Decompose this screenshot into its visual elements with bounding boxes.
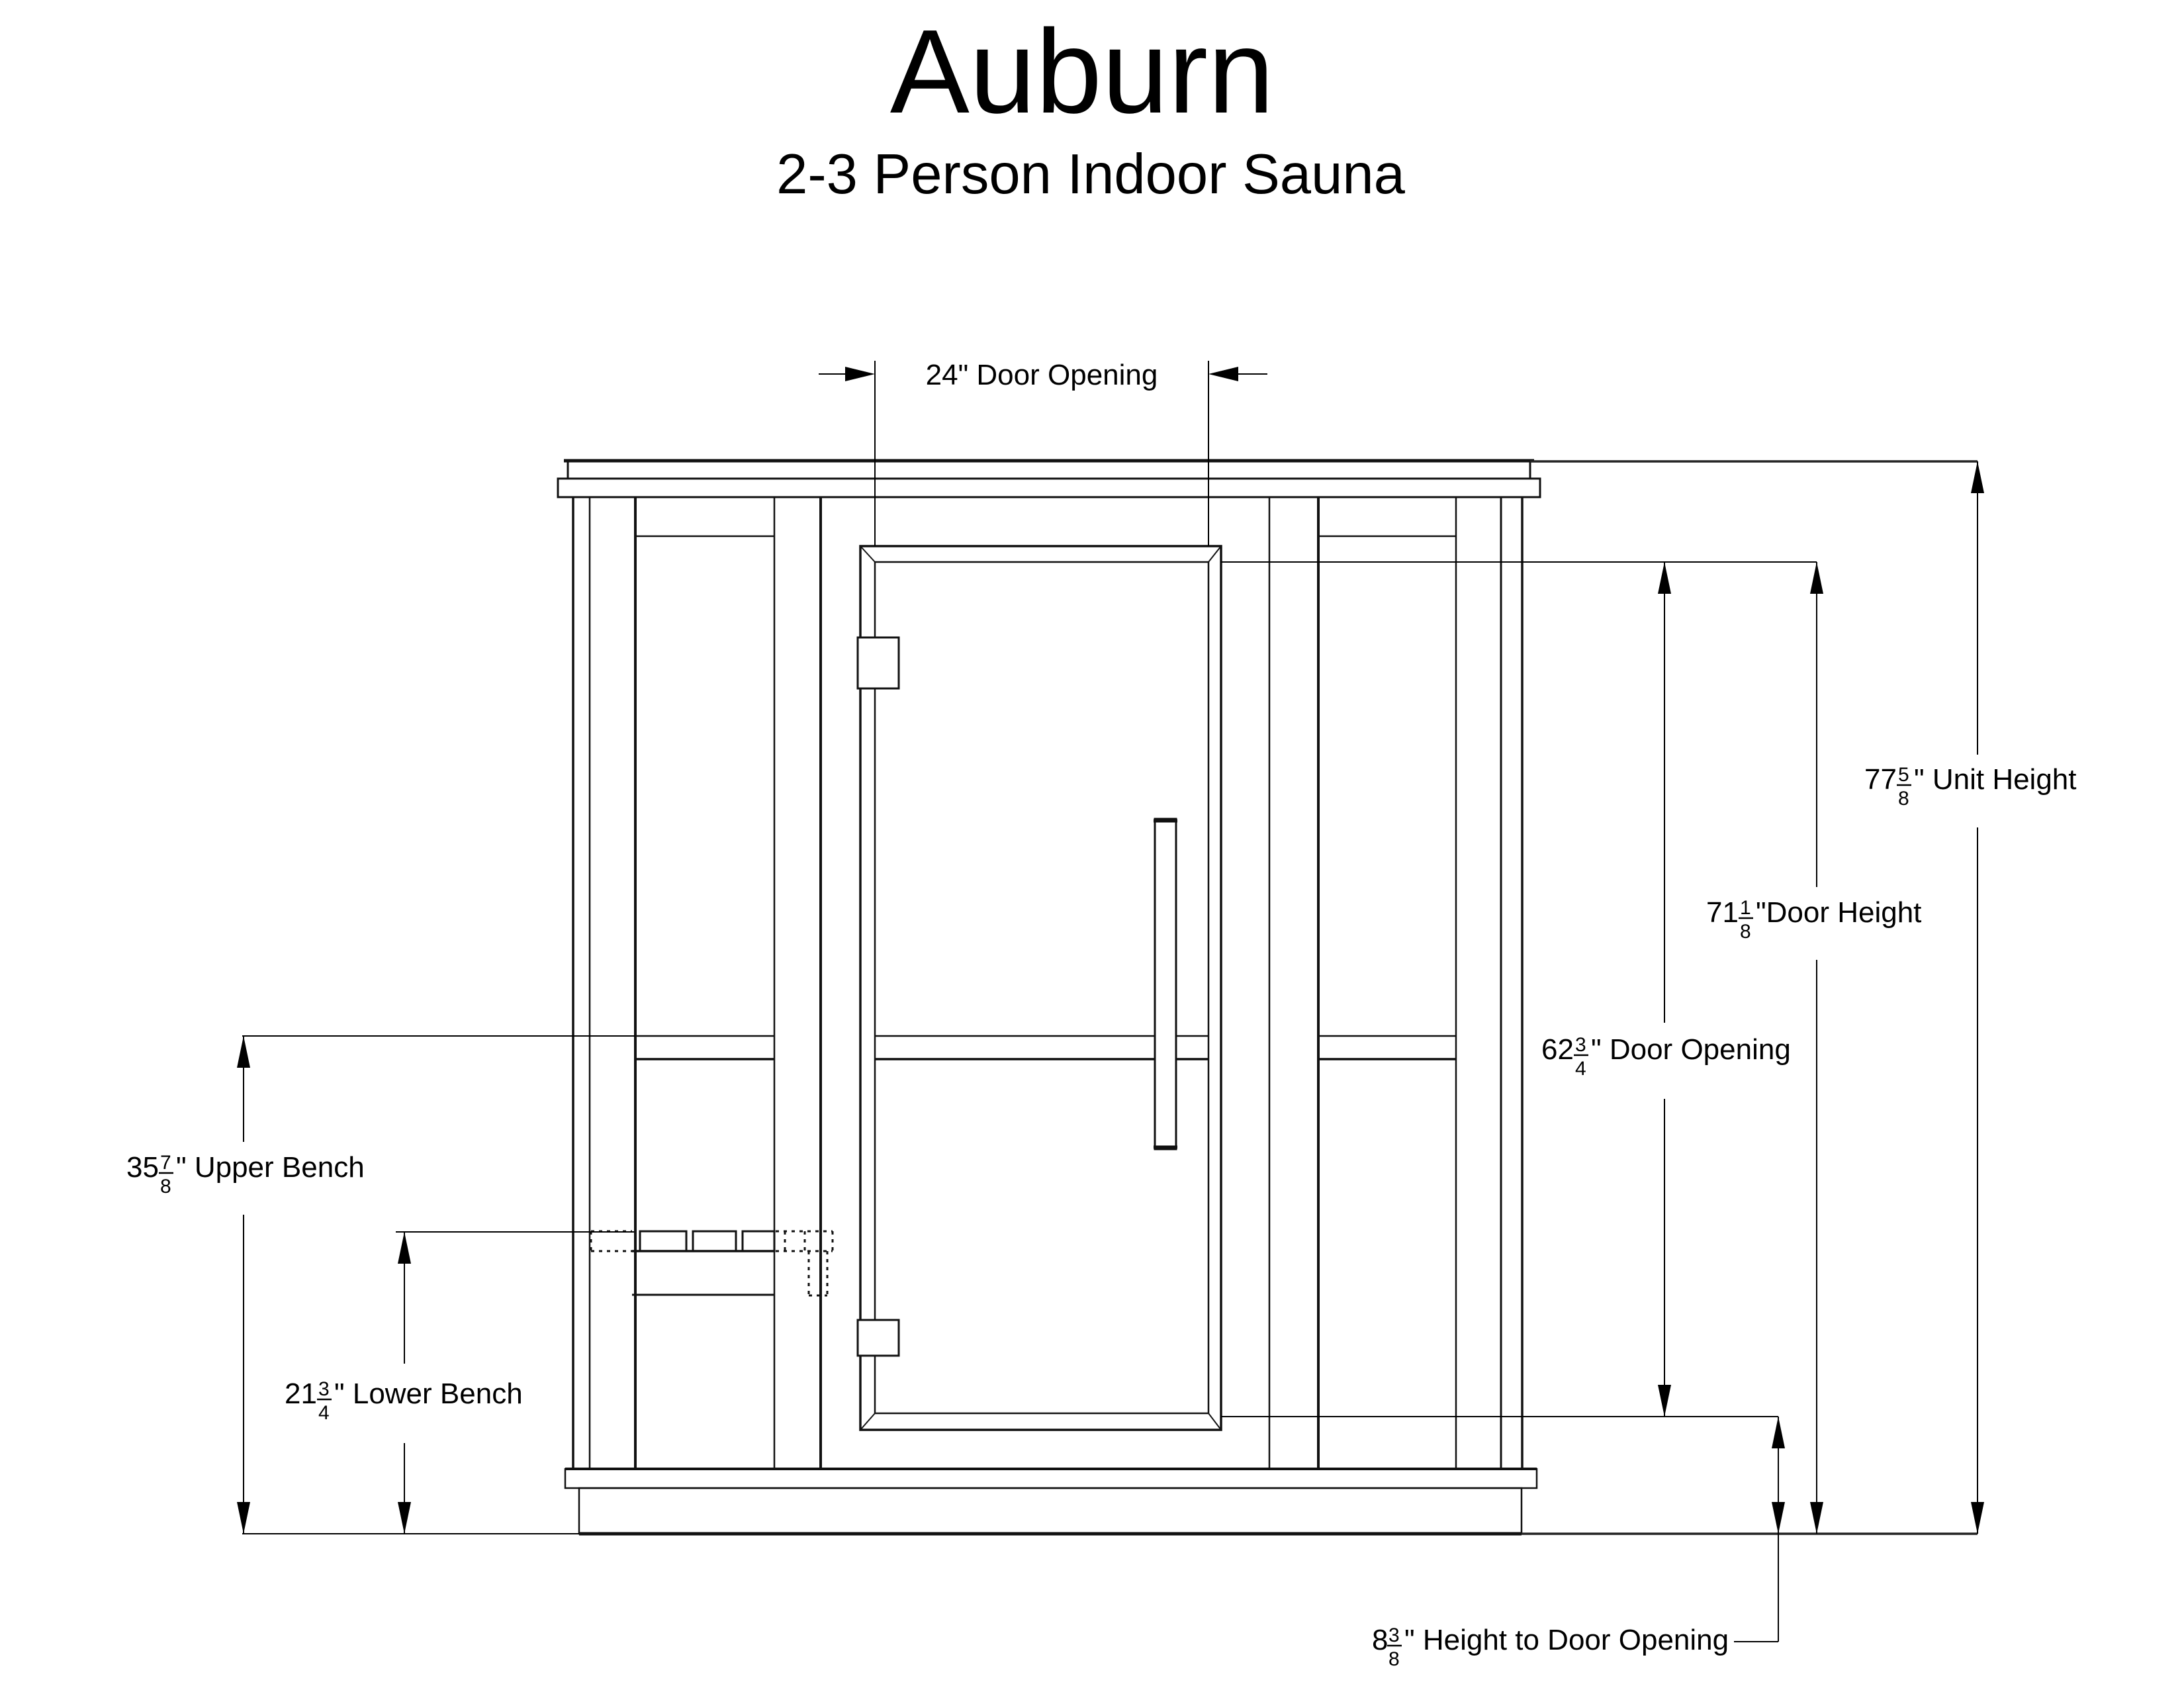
svg-text:35: 35 <box>126 1151 159 1184</box>
svg-text:77: 77 <box>1864 763 1897 796</box>
svg-text:3: 3 <box>1388 1624 1400 1646</box>
page-title: Auburn <box>890 5 1274 138</box>
wall-framing <box>572 497 1524 1469</box>
svg-text:8: 8 <box>1388 1648 1400 1670</box>
unit-height-label: 77 5 8 " Unit Height <box>1864 763 2077 810</box>
svg-text:4: 4 <box>318 1402 330 1424</box>
door-height-label: 71 1 8 "Door Height <box>1706 896 1921 943</box>
dim-door-opening-width: 24" Door Opening <box>819 359 1267 546</box>
page-subtitle: 2-3 Person Indoor Sauna <box>776 143 1406 206</box>
svg-text:71: 71 <box>1706 896 1739 929</box>
dim-unit-height: 77 5 8 " Unit Height <box>1522 460 2077 1535</box>
svg-text:" Unit Height: " Unit Height <box>1914 763 2077 796</box>
svg-text:8: 8 <box>1898 788 1909 810</box>
lower-bench-label: 21 3 4 " Lower Bench <box>285 1378 523 1424</box>
svg-text:"Door Height: "Door Height <box>1756 896 1921 929</box>
upper-bench-label: 35 7 8 " Upper Bench <box>126 1151 365 1197</box>
door-hinge-bottom <box>856 1319 900 1357</box>
height-to-door-opening-label: 8 3 8 " Height to Door Opening <box>1372 1624 1729 1670</box>
door-opening-width-label: 24" Door Opening <box>926 359 1158 391</box>
base <box>564 1468 1538 1536</box>
svg-text:7: 7 <box>160 1152 171 1174</box>
dim-height-to-door-opening: 8 3 8 " Height to Door Opening <box>1372 1417 1785 1670</box>
svg-text:3: 3 <box>1575 1034 1586 1056</box>
svg-text:21: 21 <box>285 1378 317 1410</box>
svg-text:8: 8 <box>1372 1624 1388 1656</box>
dim-upper-bench: 35 7 8 " Upper Bench <box>126 1035 635 1534</box>
svg-text:" Upper Bench: " Upper Bench <box>176 1151 365 1184</box>
dim-door-height: 71 1 8 "Door Height <box>1221 561 1921 1534</box>
svg-text:" Door Opening: " Door Opening <box>1591 1033 1791 1066</box>
svg-text:8: 8 <box>160 1176 171 1197</box>
door-slab <box>859 545 1222 1431</box>
dim-lower-bench: 21 3 4 " Lower Bench <box>285 1231 634 1534</box>
sauna-structure <box>557 459 1541 1536</box>
svg-text:3: 3 <box>318 1378 330 1400</box>
door-opening-height-label: 62 3 4 " Door Opening <box>1541 1033 1791 1080</box>
mid-rail <box>635 1035 1456 1060</box>
svg-text:4: 4 <box>1575 1058 1586 1080</box>
door-hinge-top <box>856 636 900 690</box>
door-handle <box>1154 818 1177 1150</box>
svg-text:" Lower Bench: " Lower Bench <box>334 1378 523 1410</box>
svg-text:62: 62 <box>1541 1033 1574 1066</box>
svg-text:" Height to Door Opening: " Height to Door Opening <box>1404 1624 1729 1656</box>
door <box>856 545 1222 1431</box>
lower-bench <box>590 1230 834 1297</box>
cornice <box>557 459 1541 498</box>
svg-text:8: 8 <box>1740 921 1751 943</box>
svg-text:5: 5 <box>1898 764 1909 786</box>
svg-text:1: 1 <box>1740 897 1751 919</box>
dim-door-opening-height: 62 3 4 " Door Opening <box>1221 562 1791 1417</box>
